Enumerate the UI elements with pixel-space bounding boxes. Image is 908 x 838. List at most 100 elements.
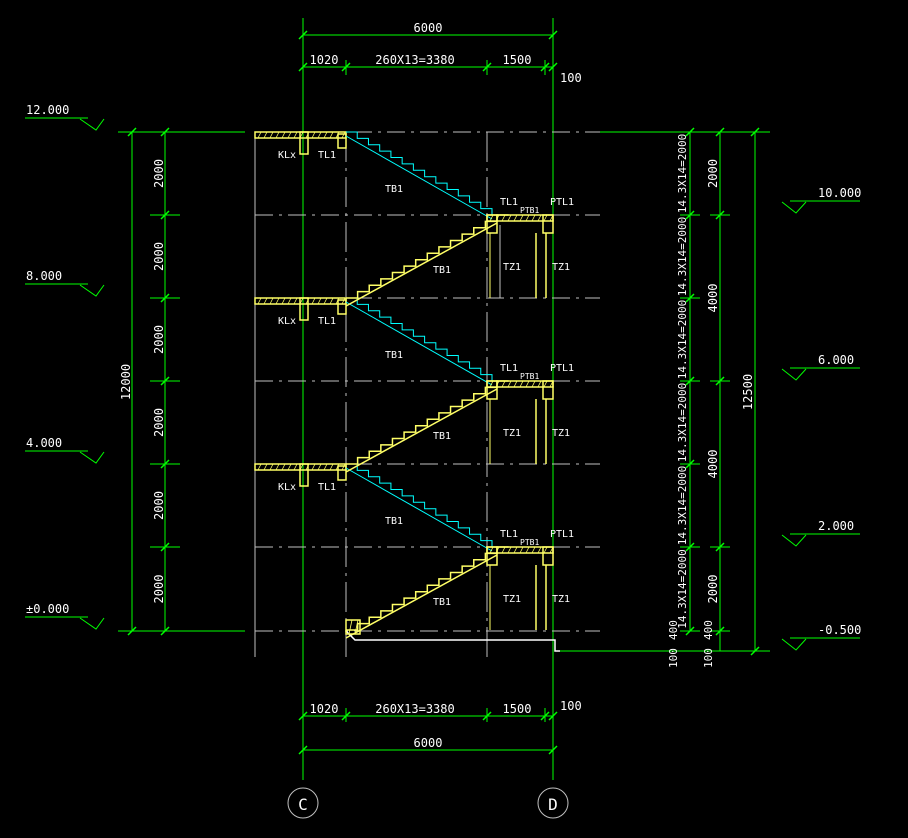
- hatch: [257, 463, 262, 471]
- left-floor-dim: 2000: [152, 325, 166, 354]
- elevation-triangle: [781, 638, 807, 651]
- tb1-label-up: TB1: [433, 431, 451, 442]
- right-stair-dim: 14.3X14=2000: [676, 217, 689, 296]
- tb1-label-up: TB1: [433, 265, 451, 276]
- tz1-label-right: TZ1: [552, 594, 570, 605]
- axis-bubble-d: [537, 787, 569, 819]
- ptl1-label: PTL1: [550, 529, 574, 540]
- axis-label-c: C: [298, 795, 308, 814]
- hatch: [275, 131, 280, 139]
- left-floor-dim: 2000: [152, 159, 166, 188]
- dimension-tick: [298, 745, 308, 755]
- ptl1-label: PTL1: [550, 197, 574, 208]
- left-total-dim: 12000: [119, 364, 133, 400]
- hatch: [537, 214, 542, 222]
- elevation-left: ±0.000: [26, 602, 69, 616]
- down-flight-steps: [346, 131, 504, 216]
- elevation-triangle: [79, 118, 105, 131]
- hatch: [501, 546, 506, 554]
- elevation-right: 2.000: [818, 519, 854, 533]
- hatch: [341, 131, 346, 139]
- elevation-triangle: [781, 534, 807, 547]
- hatch: [525, 214, 530, 222]
- up-flight-steps: [346, 546, 509, 631]
- elevation-left: 4.000: [26, 436, 62, 450]
- left-floor-dim: 2000: [152, 408, 166, 437]
- dimension-tick: [127, 626, 137, 636]
- tl1-label-landing: TL1: [500, 197, 518, 208]
- hatch: [257, 131, 262, 139]
- hatch: [293, 297, 298, 305]
- up-flight-soffit: [345, 554, 498, 639]
- tb1-label-down: TB1: [385, 184, 403, 195]
- hatch: [329, 463, 334, 471]
- ptl1-beam: [542, 546, 554, 566]
- hatch: [537, 380, 542, 388]
- tl1-label-upper: TL1: [318, 482, 336, 493]
- hatch: [281, 463, 286, 471]
- hatch: [263, 131, 268, 139]
- down-flight-soffit: [345, 467, 493, 552]
- tl1-beam: [337, 299, 347, 315]
- hatch: [513, 380, 518, 388]
- hatch: [263, 463, 268, 471]
- right-stair-dim: 14.3X14=2000: [676, 300, 689, 379]
- tl1-label-landing: TL1: [500, 363, 518, 374]
- elevation-triangle: [79, 284, 105, 297]
- hatch: [257, 297, 262, 305]
- dimension-tick: [548, 745, 558, 755]
- dim-overall-top: 6000: [414, 21, 443, 35]
- hatch: [323, 297, 328, 305]
- up-flight-soffit: [345, 222, 498, 307]
- hatch: [317, 297, 322, 305]
- dimension-tick: [127, 127, 137, 137]
- tl1-beam: [337, 465, 347, 481]
- hatch: [275, 297, 280, 305]
- kl-beam: [299, 131, 309, 155]
- hatch: [323, 131, 328, 139]
- hatch: [531, 546, 536, 554]
- hatch: [341, 463, 346, 471]
- hatch: [513, 214, 518, 222]
- dim-seg-right-bottom: 1500: [503, 702, 532, 716]
- right-bottom-dim-d: 400: [702, 620, 715, 640]
- hatch: [311, 131, 316, 139]
- kl-label: KLx: [278, 316, 296, 327]
- landing-tl1: [486, 380, 498, 400]
- elevation-triangle: [79, 451, 105, 464]
- hatch: [293, 463, 298, 471]
- right-bottom-dim-c: 100: [702, 648, 715, 668]
- hatch: [507, 214, 512, 222]
- landing-tl1: [486, 546, 498, 566]
- ptl1-beam: [542, 380, 554, 400]
- dim-seg-left-bottom: 1020: [310, 702, 339, 716]
- tz1-label-right: TZ1: [552, 262, 570, 273]
- hatch: [543, 546, 548, 554]
- kl-beam: [299, 463, 309, 487]
- left-floor-dim: 2000: [152, 575, 166, 604]
- ptb1-label: PTB1: [520, 538, 539, 547]
- elevation-triangle: [781, 368, 807, 381]
- hatch: [501, 214, 506, 222]
- elevation-right: 6.000: [818, 353, 854, 367]
- hatch: [275, 463, 280, 471]
- hatch: [543, 214, 548, 222]
- tl1-label-landing: TL1: [500, 529, 518, 540]
- hatch: [354, 619, 359, 635]
- elevation-left: 8.000: [26, 269, 62, 283]
- right-stair-dim: 14.3X14=2000: [676, 549, 689, 628]
- hatch: [263, 297, 268, 305]
- hatch: [348, 619, 353, 635]
- right-bottom-dim-a: 100: [667, 648, 680, 668]
- hatch: [513, 546, 518, 554]
- ptl1-label: PTL1: [550, 363, 574, 374]
- dim-seg-mid-top: 260X13=3380: [375, 53, 454, 67]
- tb1-label-down: TB1: [385, 350, 403, 361]
- hatch: [537, 546, 542, 554]
- tl1-beam: [337, 133, 347, 149]
- hatch: [525, 546, 530, 554]
- dimension-tick: [548, 30, 558, 40]
- stair-structure: [254, 131, 560, 652]
- axis-bubble-c: [287, 787, 319, 819]
- hatch: [329, 131, 334, 139]
